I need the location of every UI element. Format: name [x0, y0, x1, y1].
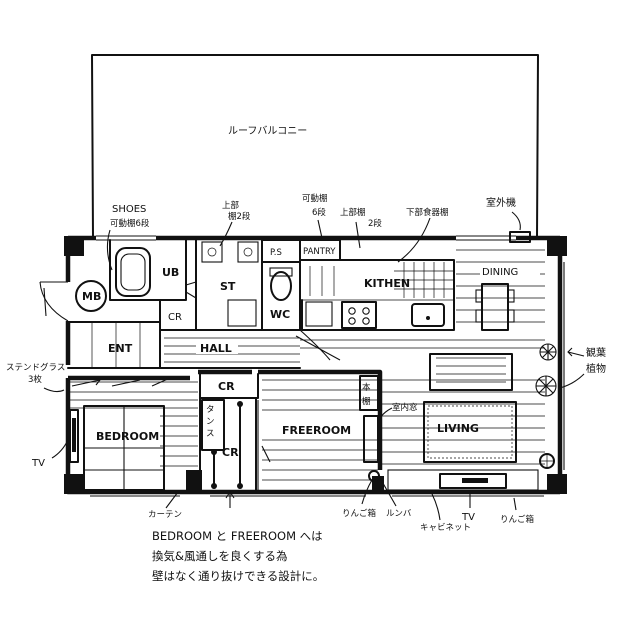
kitchen: KITHEN [300, 259, 455, 331]
apple-box-callout-2: りんご箱 [500, 514, 535, 525]
unit-bath: UB [109, 239, 187, 301]
ent-label: ENT [108, 342, 133, 355]
outer-walls [64, 235, 567, 497]
pipe-space: P.S [261, 239, 301, 263]
freeroom: FREEROOM 本 棚 [262, 375, 380, 482]
movable-shelf-2: 6段 [312, 207, 326, 218]
st-label: ST [220, 280, 236, 293]
bookshelf-label-2: 棚 [362, 396, 371, 407]
bedroom: BEDROOM [68, 375, 198, 491]
indoor-window-callout: 室内窓 [392, 402, 418, 413]
dining: DINING [456, 249, 545, 331]
note-line-1: BEDROOM と FREEROOM へは [152, 529, 323, 543]
living: LIVING [300, 339, 555, 491]
upper-shelf-b-2: 2段 [368, 218, 382, 229]
closet-tansu-area: タ ン ス CR [199, 397, 271, 493]
lumba-callout: ルンバ [386, 509, 412, 519]
freeroom-label: FREEROOM [282, 424, 351, 437]
shoes-callout-1: SHOES [112, 204, 146, 215]
upper-shelf-a-1: 上部 [222, 200, 240, 211]
storage-st: ST [185, 239, 263, 331]
apple-box-callout-1: りんご箱 [342, 508, 377, 519]
tv-bottom-callout: TV [461, 512, 475, 523]
living-label: LIVING [437, 422, 479, 435]
shoes-callout-2: 可動棚6段 [110, 218, 150, 229]
dining-label: DINING [482, 267, 518, 278]
bookshelf-label-1: 本 [362, 382, 371, 393]
lower-dish-shelf-callout: 下部食器棚 [406, 207, 449, 218]
small-closet: CR [159, 289, 197, 331]
plants-callout-2: 植物 [586, 362, 606, 375]
cabinet-callout: キャビネット [420, 523, 471, 533]
upper-shelf-a-2: 棚2段 [228, 211, 251, 222]
hall: HALL [159, 329, 341, 369]
hall-label: HALL [200, 342, 232, 355]
roof-balcony-label: ルーフバルコニー [228, 125, 307, 137]
ub-label: UB [162, 266, 179, 279]
plants-callout-1: 観葉 [586, 346, 606, 359]
cr-small-label: CR [168, 312, 182, 323]
entrance-ent: ENT [67, 321, 161, 369]
meter-box: MB [75, 280, 107, 312]
entrance-door [39, 281, 69, 322]
movable-shelf-1: 可動棚 [302, 193, 328, 204]
stained-glass-callout-2: 3枚 [28, 374, 42, 385]
cr-hall-label: CR [218, 380, 235, 393]
pantry-label: PANTRY [303, 247, 336, 257]
tansu-label-2: ン [206, 417, 215, 427]
stained-glass-callout-1: ステンドグラス [6, 362, 65, 373]
tv-left-callout: TV [31, 458, 45, 469]
upper-shelf-b-1: 上部棚 [340, 207, 366, 218]
note-line-3: 壁はなく通り抜けできる設計に。 [152, 569, 324, 583]
toilet-wc: WC [261, 261, 301, 331]
curtain-callout: カーテン [148, 510, 182, 520]
mb-label: MB [82, 290, 101, 303]
ps-label: P.S [270, 248, 282, 258]
cr-closet-label: CR [222, 446, 239, 459]
pantry: PANTRY [299, 239, 341, 261]
design-note: BEDROOM と FREEROOM へは 換気&風通しを良くする為 壁はなく通… [152, 529, 324, 583]
callouts: SHOES 可動棚6段 上部 棚2段 可動棚 6段 上部棚 2段 下部食器棚 室… [6, 193, 606, 533]
outdoor-unit-callout: 室外機 [486, 196, 516, 209]
bedroom-label: BEDROOM [96, 430, 159, 443]
note-line-2: 換気&風通しを良くする為 [152, 549, 287, 563]
wc-label: WC [270, 308, 290, 321]
tansu-label-1: タ [206, 405, 215, 415]
roof-balcony: ルーフバルコニー [91, 54, 539, 239]
plants [535, 343, 557, 397]
tansu-label-3: ス [206, 429, 215, 439]
kitchen-label: KITHEN [364, 277, 410, 290]
